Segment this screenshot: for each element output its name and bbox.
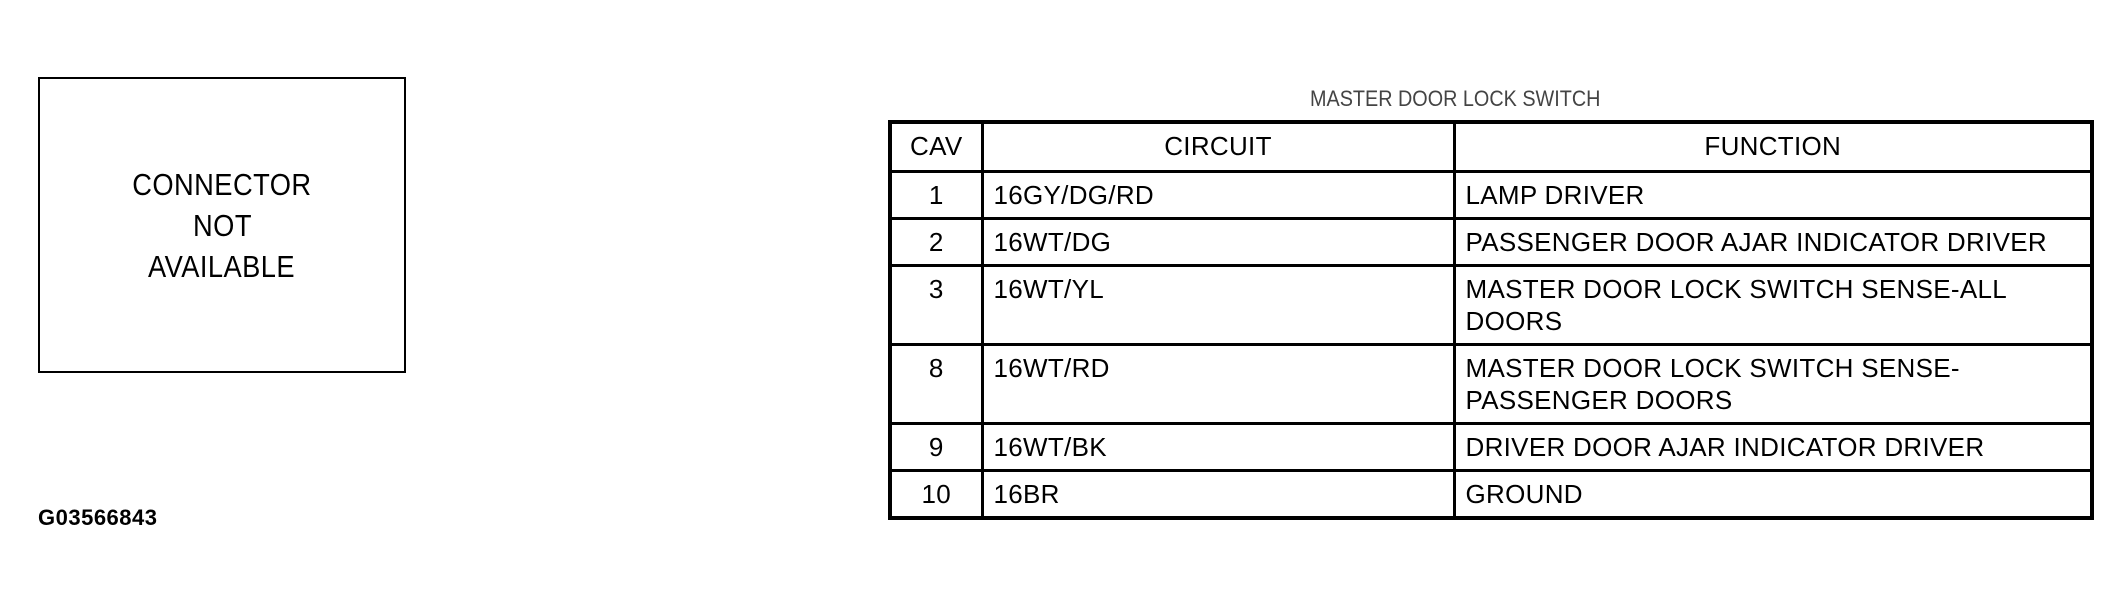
cell-cav: 2 (888, 217, 984, 267)
cell-cav: 3 (888, 264, 984, 346)
table-row: 9 16WT/BK DRIVER DOOR AJAR INDICATOR DRI… (888, 422, 2094, 472)
table-caption-text: MASTER DOOR LOCK SWITCH (1310, 86, 1601, 107)
connector-pinout-table: CAV CIRCUIT FUNCTION 1 16GY/DG/RD LAMP D… (888, 120, 2094, 520)
connector-not-available-box: CONNECTOR NOT AVAILABLE (38, 77, 406, 373)
header-function: FUNCTION (1452, 120, 2094, 173)
cell-circuit: 16BR (980, 469, 1456, 520)
cell-function: MASTER DOOR LOCK SWITCH SENSE-ALL DOORS (1452, 264, 2094, 346)
cell-function: PASSENGER DOOR AJAR INDICATOR DRIVER (1452, 217, 2094, 267)
cell-circuit: 16WT/YL (980, 264, 1456, 346)
cell-function: MASTER DOOR LOCK SWITCH SENSE-PASSENGER … (1452, 343, 2094, 425)
connector-placeholder-line: AVAILABLE (148, 248, 296, 284)
table-row: 1 16GY/DG/RD LAMP DRIVER (888, 170, 2094, 220)
cell-function: DRIVER DOOR AJAR INDICATOR DRIVER (1452, 422, 2094, 472)
table-caption: MASTER DOOR LOCK SWITCH (1310, 84, 1670, 107)
table-row: 8 16WT/RD MASTER DOOR LOCK SWITCH SENSE-… (888, 343, 2094, 425)
cell-circuit: 16GY/DG/RD (980, 170, 1456, 220)
figure-id: G03566843 (38, 505, 158, 530)
cell-cav: 1 (888, 170, 984, 220)
connector-placeholder-line: NOT (192, 207, 252, 243)
cell-cav: 8 (888, 343, 984, 425)
table-header-row: CAV CIRCUIT FUNCTION (888, 120, 2094, 173)
header-circuit: CIRCUIT (980, 120, 1456, 173)
cell-function: GROUND (1452, 469, 2094, 520)
table-row: 10 16BR GROUND (888, 469, 2094, 520)
table-row: 2 16WT/DG PASSENGER DOOR AJAR INDICATOR … (888, 217, 2094, 267)
cell-cav: 10 (888, 469, 984, 520)
cell-function: LAMP DRIVER (1452, 170, 2094, 220)
connector-placeholder-line: CONNECTOR (132, 166, 312, 202)
header-cav: CAV (888, 120, 984, 173)
cell-circuit: 16WT/BK (980, 422, 1456, 472)
cell-circuit: 16WT/DG (980, 217, 1456, 267)
table-row: 3 16WT/YL MASTER DOOR LOCK SWITCH SENSE-… (888, 264, 2094, 346)
cell-circuit: 16WT/RD (980, 343, 1456, 425)
cell-cav: 9 (888, 422, 984, 472)
